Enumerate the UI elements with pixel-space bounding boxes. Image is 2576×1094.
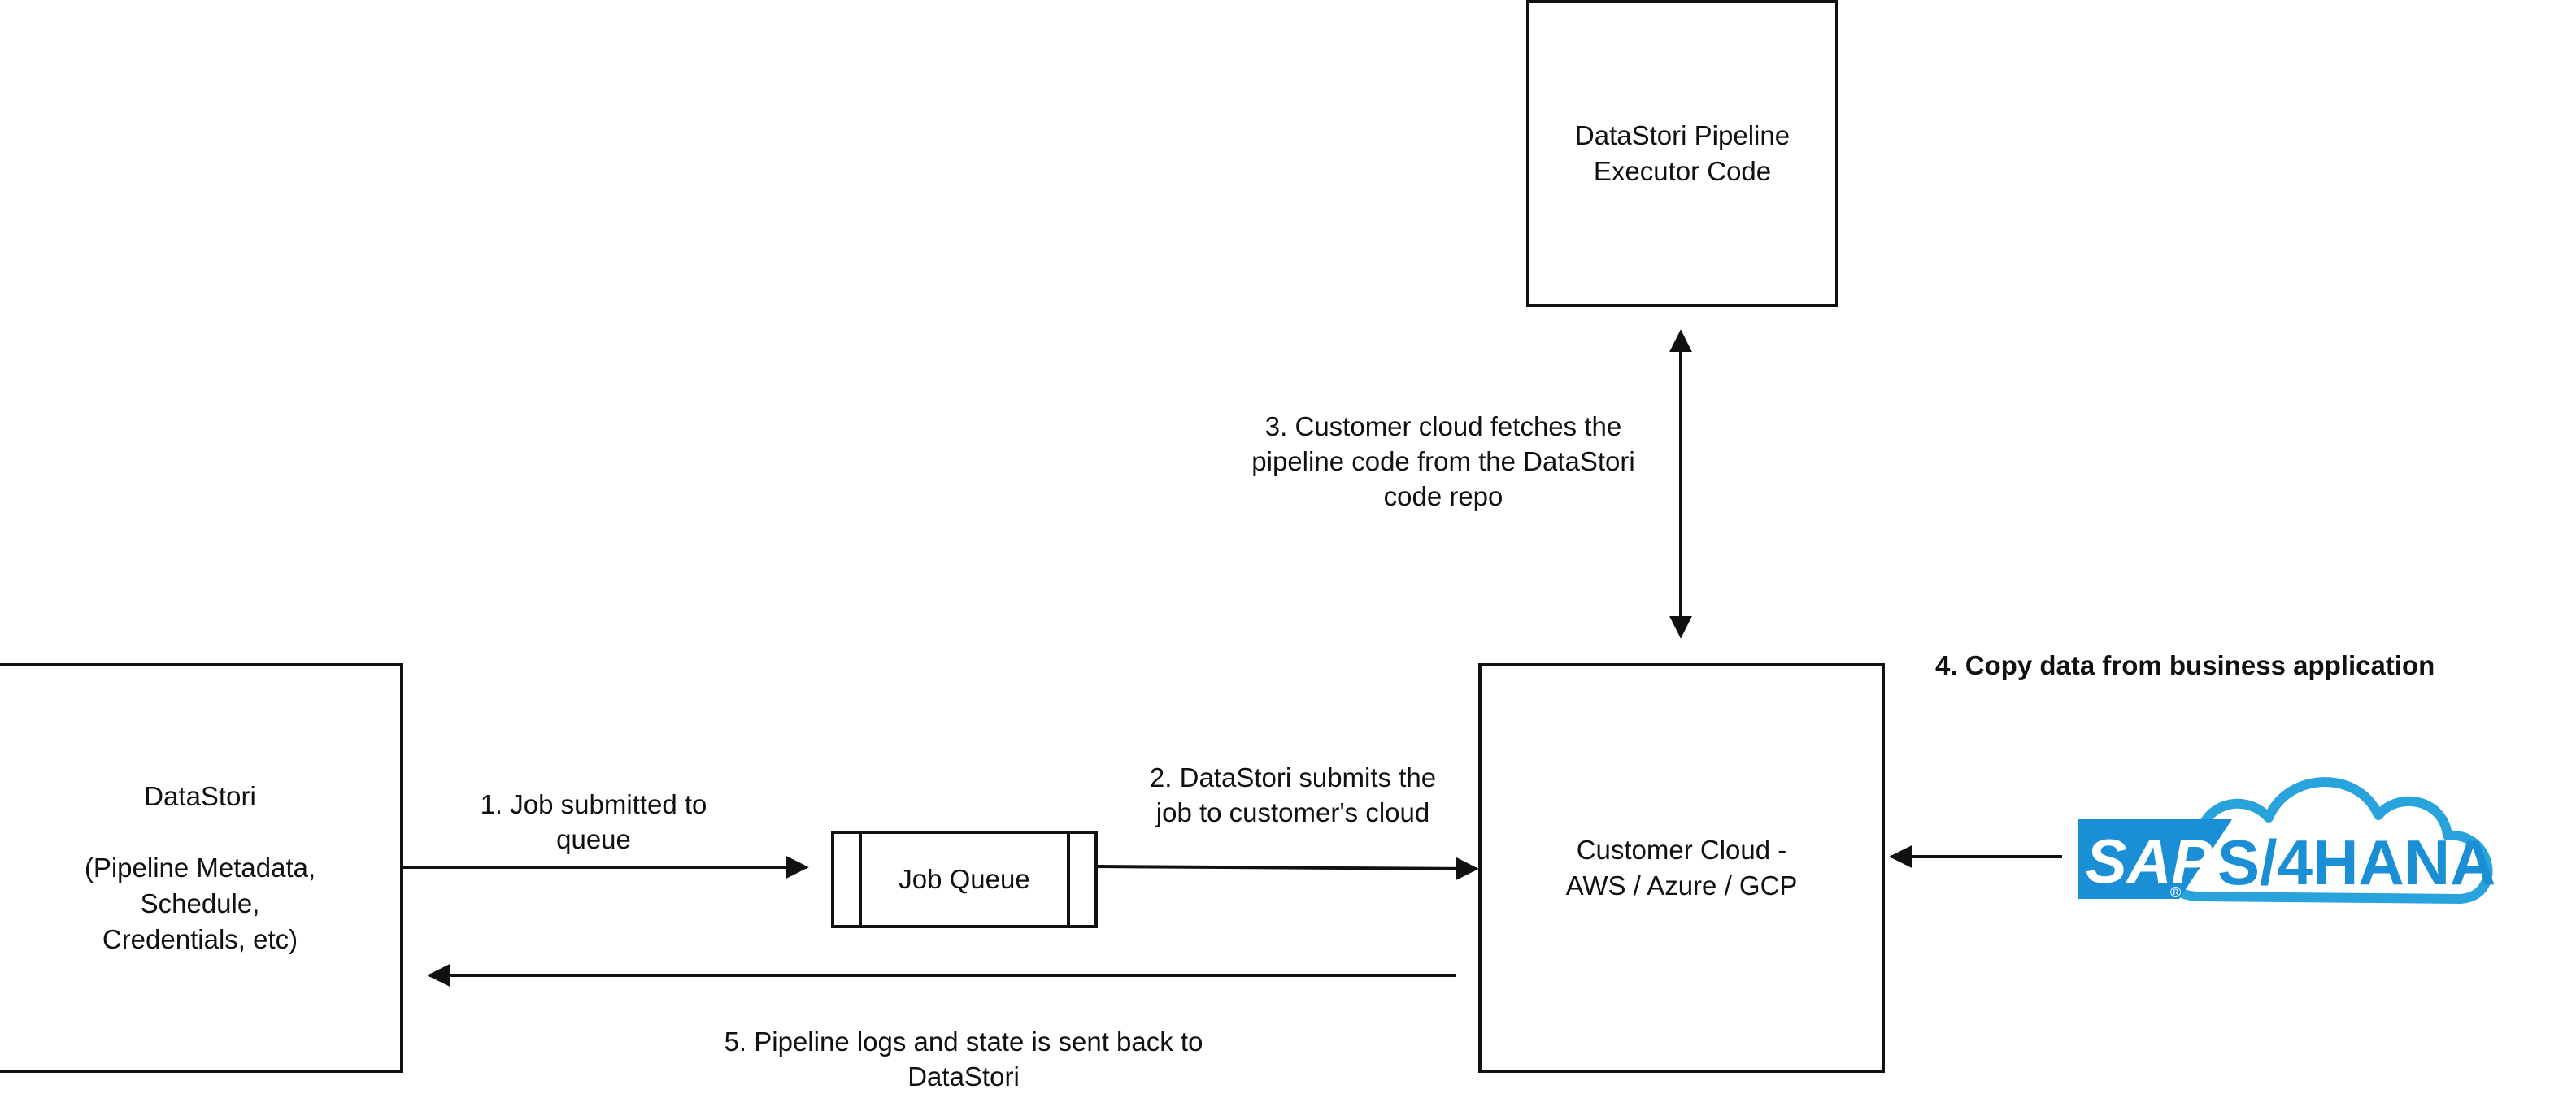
step-5-label: 5. Pipeline logs and state is sent back … xyxy=(724,1027,1203,1092)
job-queue-box: Job Queue xyxy=(831,831,1098,928)
step-4-label: 4. Copy data from business application xyxy=(1935,650,2435,680)
job-queue-label: Job Queue xyxy=(899,864,1030,894)
executor-code-label: DataStori Pipeline Executor Code xyxy=(1574,120,1791,186)
step-1-label: 1. Job submitted to queue xyxy=(480,789,707,854)
sap-s4hana-logo: SAP ® S/4HANA xyxy=(2078,777,2496,904)
customer-cloud-label: Customer Cloud - AWS / Azure / GCP xyxy=(1565,835,1798,901)
customer-cloud-box: Customer Cloud - AWS / Azure / GCP xyxy=(1478,663,1885,1073)
executor-code-box: DataStori Pipeline Executor Code xyxy=(1526,0,1838,307)
datastori-label: DataStori (Pipeline Metadata, Schedule, … xyxy=(84,781,316,954)
datastori-box: DataStori (Pipeline Metadata, Schedule, … xyxy=(0,663,403,1073)
step-2-label: 2. DataStori submits the job to customer… xyxy=(1149,762,1437,827)
queue-right-divider xyxy=(1067,834,1070,925)
queue-left-divider xyxy=(859,834,862,925)
sap-badge-icon xyxy=(2078,819,2232,899)
s4hana-wordmark: S/4HANA xyxy=(2217,827,2496,898)
sap-wordmark: SAP xyxy=(2086,827,2213,896)
sap-registered-mark: ® xyxy=(2170,884,2181,901)
step-3-label: 3. Customer cloud fetches the pipeline c… xyxy=(1251,411,1635,511)
arrow-queue-to-cloud xyxy=(1095,857,1479,880)
